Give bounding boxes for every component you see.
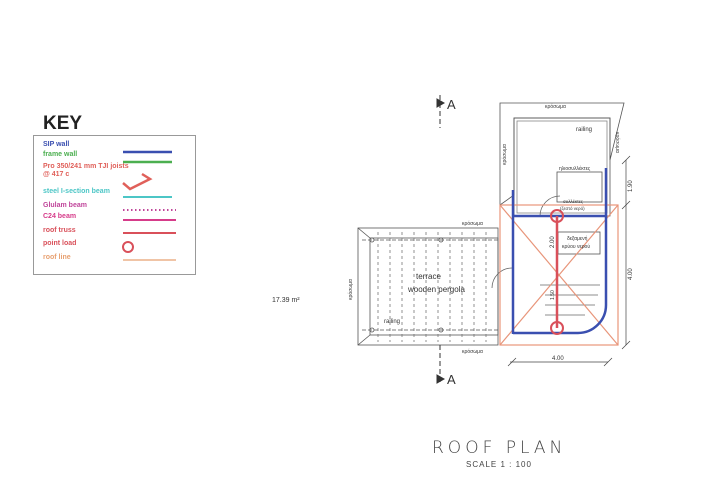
area-label: 17.39 m²	[272, 297, 300, 304]
point-load-symbol	[122, 241, 134, 253]
key-label-roof-truss: roof truss	[43, 227, 76, 234]
key-label-point-load: point load	[43, 240, 77, 247]
key-label-glulam: Glulam beam	[43, 202, 87, 209]
dim-bottom: 4.00	[552, 356, 564, 362]
point-load-top	[550, 209, 564, 223]
collectors-label: συλλέκτες	[563, 198, 584, 204]
dimension-lines	[507, 155, 631, 367]
railing-label-terrace: railing	[384, 319, 400, 325]
pergola-label: wooden pergola	[407, 285, 465, 294]
key-legend: SIP wall frame wall Pro 350/241 mm TJI j…	[33, 135, 196, 275]
key-label-joists: Pro 350/241 mm TJI joists @ 417 c	[43, 163, 129, 178]
fascia-label-left: κρόσωμα	[347, 279, 354, 300]
terrace-label: terrace	[416, 272, 441, 281]
tank-label: δεξαμενή	[567, 235, 588, 242]
solar-panel-box	[556, 171, 603, 203]
dim-stair: 1.50	[550, 290, 556, 300]
cold-water-label: κρύου νερού	[562, 243, 590, 250]
railing-label-room: railing	[576, 127, 592, 133]
fascia-label-room-right: κρόσωμα	[614, 132, 621, 153]
solar-panels-label: ηλιοσυλλέκτες	[559, 165, 591, 172]
key-label-sip-wall: SIP wall	[43, 141, 70, 148]
key-symbols	[122, 150, 176, 261]
fascia-label-top: κρόσωμα	[545, 103, 566, 110]
key-label-frame-wall: frame wall	[43, 151, 78, 158]
point-load-bottom	[550, 321, 564, 335]
section-mark-bottom: A	[447, 372, 456, 387]
roof-line	[499, 204, 619, 346]
joist-symbol	[122, 172, 153, 191]
key-label-c24: C24 beam	[43, 213, 77, 220]
section-mark-top: A	[447, 97, 456, 112]
fascia-label-terrace-top: κρόσωμα	[462, 220, 483, 227]
key-label-steel-beam: steel I-section beam	[43, 188, 110, 195]
fascia-label-terrace-bottom: κρόσωμα	[462, 348, 483, 355]
sip-walls	[511, 168, 608, 335]
key-label-roof-line: roof line	[43, 254, 71, 261]
fascia-label-room-left: κρόσωμα	[501, 144, 508, 165]
drawing-scale: SCALE 1 : 100	[466, 460, 532, 469]
dim-truss: 2.00	[550, 236, 556, 248]
hot-water-label: (ζεστό νερό)	[560, 205, 585, 211]
drawing-title: ROOF PLAN	[432, 438, 567, 458]
dim-upper: 1.90	[628, 180, 634, 192]
terrace-pergola	[357, 227, 499, 346]
section-marks	[436, 95, 446, 385]
roof-truss	[550, 209, 564, 335]
dim-right: 4.00	[628, 268, 634, 280]
key-title: KEY	[43, 113, 83, 134]
